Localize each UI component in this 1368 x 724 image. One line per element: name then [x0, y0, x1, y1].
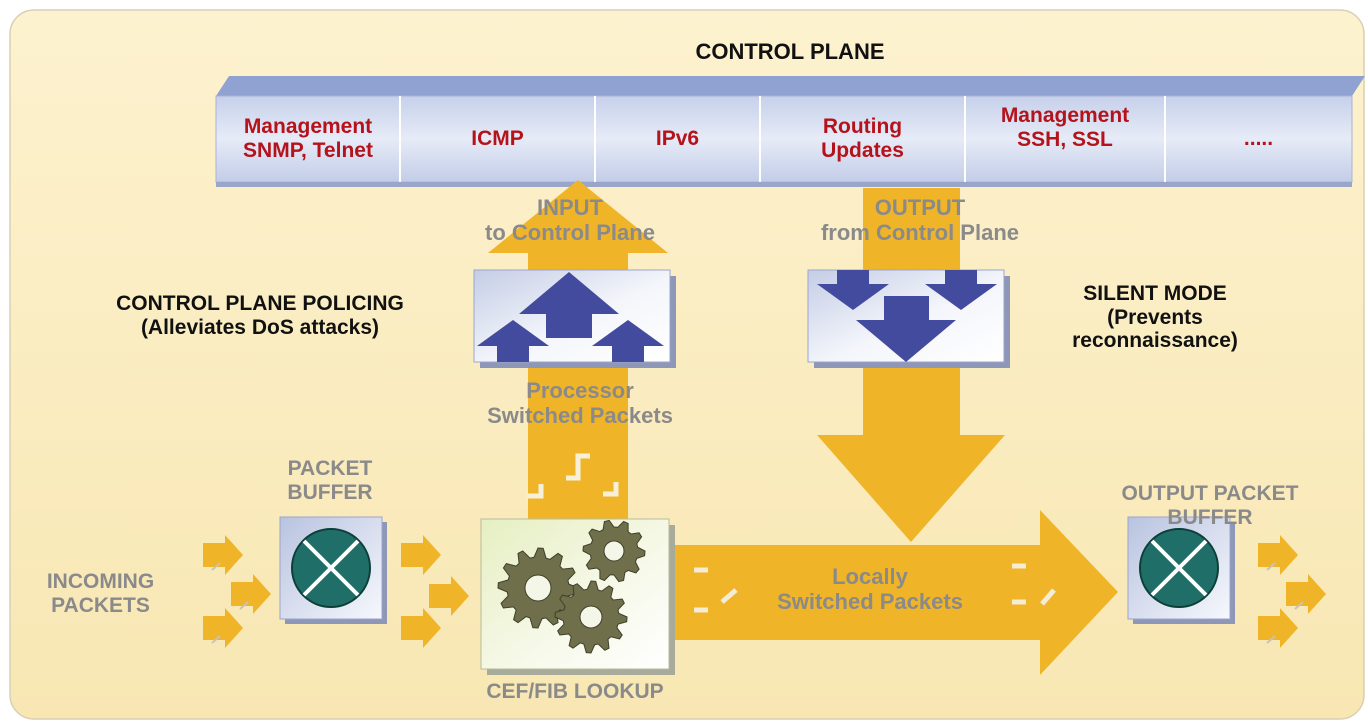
- locally-switched-arrow: [660, 510, 1118, 675]
- silent-down-arrows: [817, 270, 997, 362]
- processor-packet-marks: [527, 453, 619, 499]
- packet-buffer-cross: [302, 539, 360, 597]
- gear-large-left-hole: [524, 574, 552, 602]
- control-plane-bar: [215, 95, 1353, 183]
- output-buffer-cross: [1150, 539, 1208, 597]
- policing-label: CONTROL PLANE POLICING(Alleviates DoS at…: [116, 292, 404, 339]
- packet-arrows: [203, 535, 1326, 648]
- locally-packet-ticks: [694, 563, 1056, 613]
- packet-arrow-ticks: [211, 562, 1304, 644]
- gears-icon: [497, 519, 646, 654]
- cp-cell-icmp: ICMP: [471, 126, 524, 150]
- control-plane-bar-top: [216, 76, 1365, 96]
- control-plane-dividers: [399, 96, 1166, 182]
- control-plane-title: CONTROL PLANE: [695, 39, 885, 64]
- gear-small-top-hole: [603, 540, 625, 562]
- cp-cell-more: .....: [1243, 126, 1274, 150]
- lookup-label: CEF/FIB LOOKUP: [486, 680, 664, 703]
- policing-up-arrows: [477, 272, 664, 362]
- gear-bottom-hole: [579, 605, 603, 629]
- cp-cell-ipv6: IPv6: [655, 126, 700, 150]
- control-plane-bar-shadow: [216, 182, 1352, 187]
